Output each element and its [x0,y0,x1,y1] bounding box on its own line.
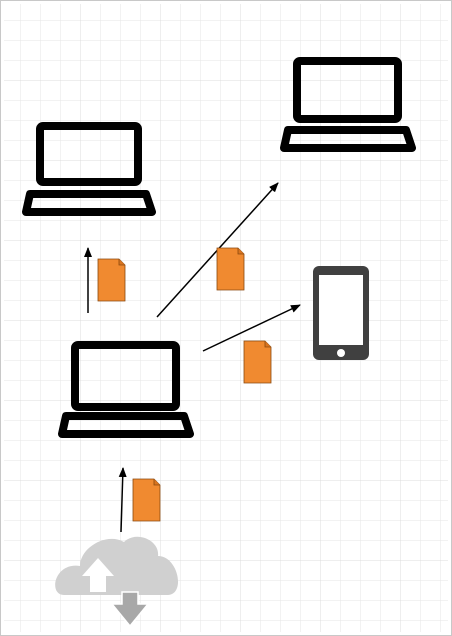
document-icon [243,340,272,384]
laptop-top-right-icon[interactable] [280,57,416,152]
smartphone-icon[interactable] [313,266,369,360]
laptop-source-icon[interactable] [58,341,194,438]
grid-major [4,4,448,632]
cloud-download-arrow-icon [110,591,150,628]
cloud-upload-arrow-icon [82,558,114,592]
document-icon [216,247,245,291]
edge-cloud-to-laptop-source [118,467,127,533]
document-icon [132,478,161,522]
laptop-top-left-icon[interactable] [22,122,156,216]
cloud-upload-download-icon[interactable] [55,536,179,628]
edge-laptop-source-to-smartphone [202,304,301,352]
document-icon [97,258,126,302]
